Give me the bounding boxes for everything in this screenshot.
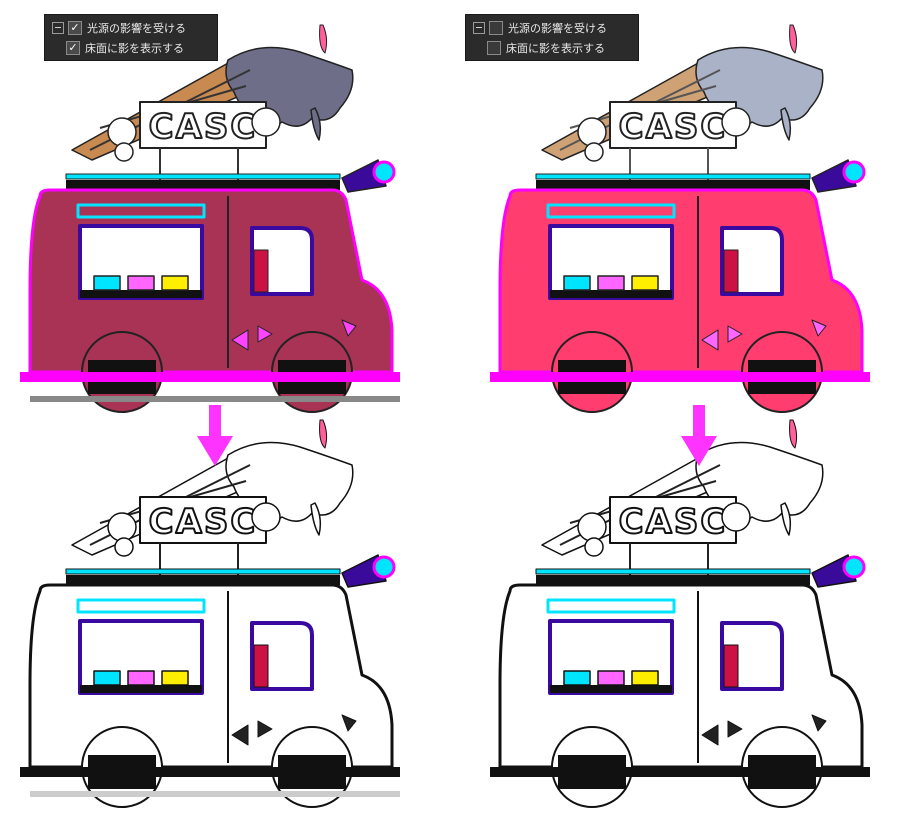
- truck-lineart-lit: [18, 418, 402, 809]
- light-source-label: 光源の影響を受ける: [508, 22, 607, 35]
- truck-color-lit: [18, 23, 402, 414]
- truck-color-flat: [488, 23, 872, 414]
- light-source-checkbox[interactable]: ✓: [68, 21, 82, 35]
- down-arrow-icon: [197, 405, 233, 466]
- floor-shadow-row: 床面に影を表示する: [466, 38, 605, 58]
- light-source-checkbox[interactable]: [489, 21, 503, 35]
- floor-shadow-checkbox[interactable]: ✓: [66, 41, 80, 55]
- layer-settings-panel-right: 光源の影響を受ける 床面に影を表示する: [465, 14, 639, 61]
- layer-settings-panel-left: ✓ 光源の影響を受ける ✓ 床面に影を表示する: [44, 14, 218, 61]
- collapse-icon[interactable]: [473, 22, 485, 34]
- light-source-row: ✓ 光源の影響を受ける: [45, 18, 186, 38]
- collapse-icon[interactable]: [52, 22, 64, 34]
- floor-shadow-label: 床面に影を表示する: [85, 42, 184, 55]
- floor-shadow-checkbox[interactable]: [487, 41, 501, 55]
- floor-shadow-label: 床面に影を表示する: [506, 42, 605, 55]
- down-arrow-icon: [681, 405, 717, 466]
- truck-lineart-flat: [488, 418, 872, 809]
- light-source-row: 光源の影響を受ける: [466, 18, 607, 38]
- floor-shadow-row: ✓ 床面に影を表示する: [45, 38, 184, 58]
- light-source-label: 光源の影響を受ける: [87, 22, 186, 35]
